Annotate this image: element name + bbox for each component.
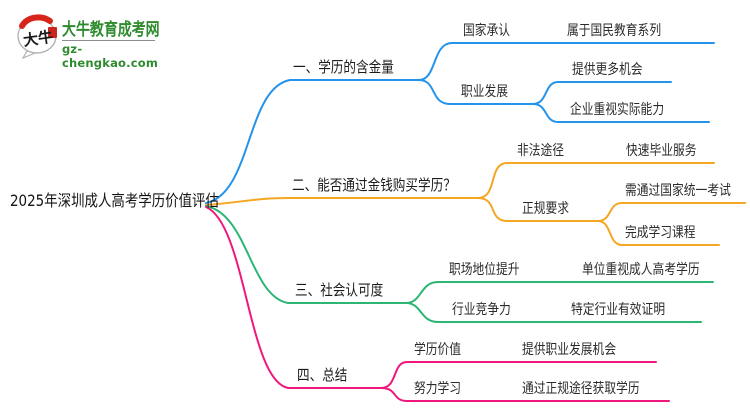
branch3-child2-leaf1: 特定行业有效证明: [571, 302, 666, 318]
branch4-child2-line: [380, 387, 670, 402]
branch3-child1-leaf1: 单位重视成人高考学历: [582, 262, 700, 278]
branch1-child2-leaf2: 企业重视实际能力: [570, 102, 665, 118]
branch1-child2-line: [418, 79, 534, 105]
branch3-child1-line: [405, 281, 714, 304]
branch2-leaf1-line: [597, 202, 746, 222]
branch3-line: [205, 205, 407, 304]
branch2-child1-leaf1: 快速毕业服务: [626, 143, 697, 159]
branch2-child1: 非法途径: [517, 143, 565, 159]
branch4-child1-leaf1: 提供职业发展机会: [522, 342, 617, 358]
branch4-child1: 学历价值: [414, 342, 462, 358]
branch1-child1-line: [418, 42, 715, 81]
branch4-child2-leaf1: 通过正规途径获取学历: [522, 381, 640, 397]
branch1-child2-leaf1: 提供更多机会: [572, 62, 643, 78]
branch1-leaf2-line: [532, 103, 710, 123]
branch4-child1-line: [380, 361, 657, 389]
branch1-line: [205, 79, 420, 204]
branch3-title: 三、社会认可度: [295, 281, 384, 299]
branch4-line: [205, 206, 382, 389]
site-name: 大牛教育成考网: [62, 20, 160, 40]
site-logo[interactable]: 大牛 大牛教育成考网 gz-chengkao.com: [16, 9, 166, 70]
site-url: gz-chengkao.com: [62, 42, 159, 70]
branch4-title: 四、总结: [297, 366, 348, 384]
branch2-child2-leaf1: 需通过国家统一考试: [625, 183, 731, 199]
branch1-title: 一、学历的含金量: [293, 58, 394, 76]
branch1-child1-leaf1: 属于国民教育系列: [567, 23, 662, 39]
branch2-line: [205, 197, 479, 206]
branch2-title: 二、能否通过金钱购买学历？: [292, 176, 456, 194]
branch3-child2-line: [405, 302, 702, 323]
branch1-child1: 国家承认: [463, 23, 511, 39]
branch3-child1: 职场地位提升: [449, 262, 520, 278]
branch2-child2: 正规要求: [522, 201, 570, 217]
mindmap-root-topic: 2025年深圳成人高考学历价值评估: [10, 191, 219, 210]
branch1-leaf1-line: [532, 81, 672, 105]
branch3-child2: 行业竞争力: [452, 302, 511, 318]
logo-red-arc: [19, 14, 53, 29]
logo-divider: [62, 40, 155, 41]
logo-bubble-icon: 大牛: [17, 14, 57, 59]
branch1-child2: 职业发展: [461, 84, 509, 100]
branch2-child2-leaf2: 完成学习课程: [625, 225, 696, 241]
branch2-child2-line: [477, 197, 599, 222]
branch2-child1-line: [477, 162, 715, 199]
logo-mark-text: 大牛: [22, 28, 54, 50]
branch2-leaf2-line: [597, 220, 720, 246]
branch4-child2: 努力学习: [414, 381, 462, 397]
logo-seal-icon: [48, 27, 57, 38]
